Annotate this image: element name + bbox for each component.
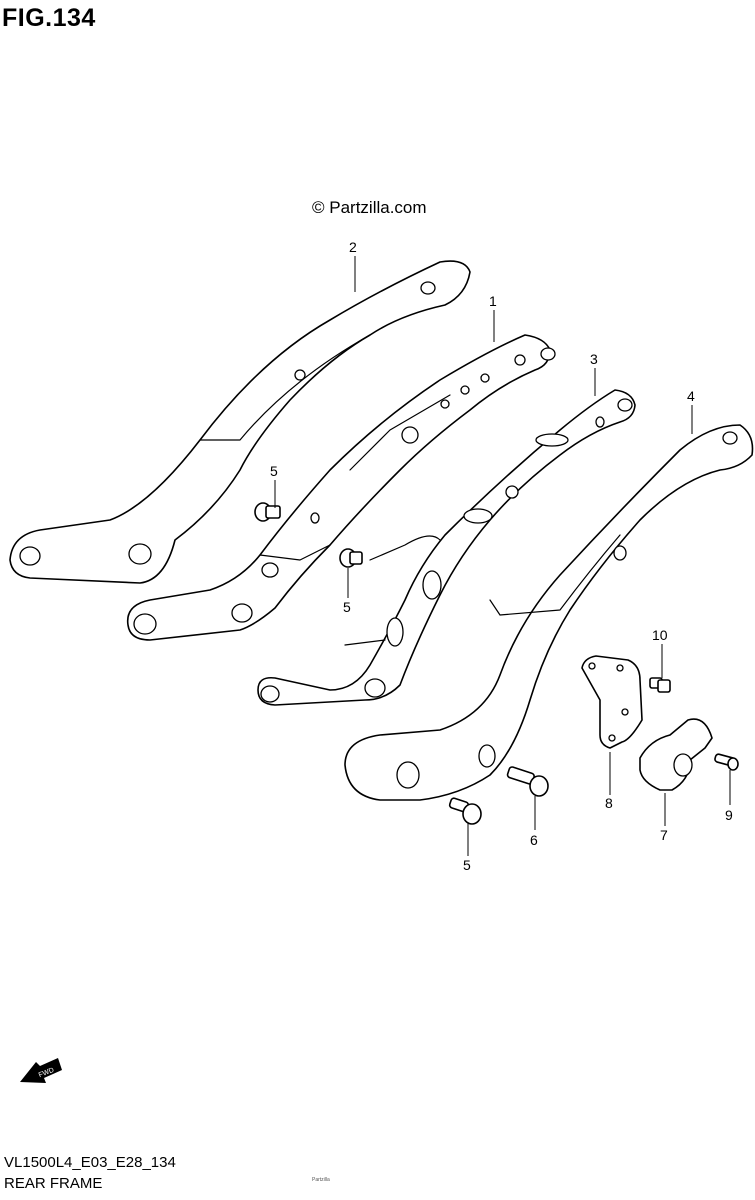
- callout-3: 3: [590, 351, 598, 367]
- callout-1: 1: [489, 293, 497, 309]
- bolt-5-lower[interactable]: [448, 797, 482, 825]
- bolt-6[interactable]: [506, 766, 549, 797]
- callout-5-upper: 5: [270, 463, 278, 479]
- callout-8: 8: [605, 795, 613, 811]
- diagram-name: REAR FRAME: [4, 1175, 103, 1192]
- callout-4: 4: [687, 388, 695, 404]
- callout-5-middle: 5: [343, 599, 351, 615]
- bracket-8[interactable]: [581, 655, 643, 749]
- bolt-5-upper[interactable]: [254, 502, 281, 522]
- leader-lines: [274, 256, 731, 856]
- figure-title: FIG.134: [2, 4, 96, 32]
- bolt-10[interactable]: [649, 677, 671, 693]
- callout-6: 6: [530, 832, 538, 848]
- footer-note: Partzilla: [312, 1177, 330, 1183]
- clamp-7[interactable]: [639, 718, 713, 791]
- callout-9: 9: [725, 807, 733, 823]
- callout-10: 10: [652, 627, 668, 643]
- part-4-frame[interactable]: [344, 424, 754, 801]
- fwd-arrow-icon: FWD: [20, 1058, 62, 1083]
- part-3-frame[interactable]: [257, 389, 636, 706]
- part-2-frame[interactable]: [9, 260, 471, 584]
- bolt-5-middle[interactable]: [339, 548, 363, 568]
- part-1-frame[interactable]: [126, 334, 556, 641]
- diagram-code: VL1500L4_E03_E28_134: [4, 1154, 176, 1171]
- callout-2: 2: [349, 239, 357, 255]
- callout-5-lower: 5: [463, 857, 471, 873]
- copyright-watermark: © Partzilla.com: [312, 198, 427, 217]
- callout-7: 7: [660, 827, 668, 843]
- bolt-9[interactable]: [714, 753, 739, 771]
